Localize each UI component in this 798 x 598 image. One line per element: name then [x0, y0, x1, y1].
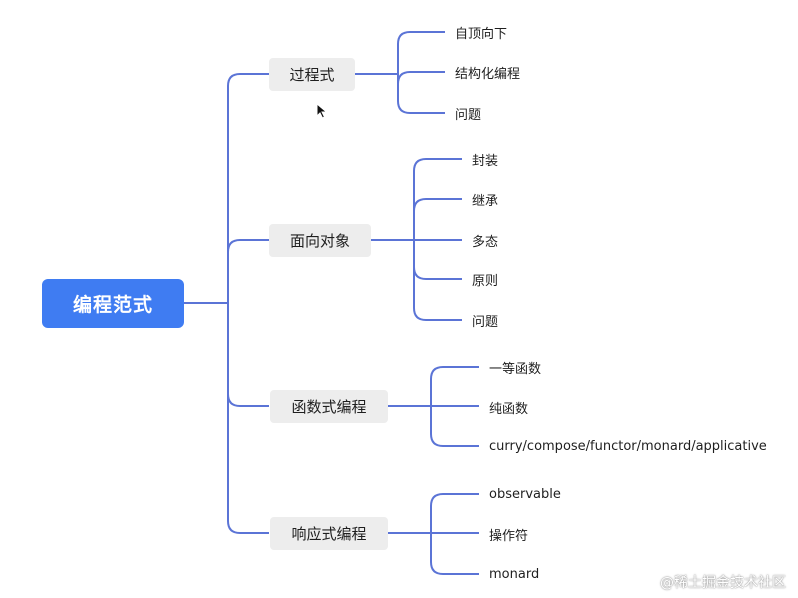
leaf-node[interactable]: 封装	[472, 153, 499, 169]
leaf-node[interactable]: 问题	[455, 107, 482, 123]
leaf-node[interactable]: 结构化编程	[455, 66, 521, 82]
connector-line	[388, 532, 479, 575]
connector-line	[184, 302, 269, 534]
connector-line	[184, 239, 269, 304]
branch-node-object-oriented[interactable]: 面向对象	[269, 224, 371, 257]
root-node[interactable]: 编程范式	[42, 279, 184, 328]
connector-line	[184, 73, 269, 304]
leaf-node[interactable]: 操作符	[489, 528, 529, 544]
connector-line	[371, 239, 462, 280]
connector-line	[371, 158, 462, 241]
leaf-node[interactable]: curry/compose/functor/monard/applicative	[489, 438, 767, 454]
leaf-node[interactable]: observable	[489, 486, 561, 502]
connector-line	[355, 73, 445, 114]
connector-line	[388, 405, 479, 447]
watermark: @稀土掘金技术社区	[660, 575, 786, 591]
leaf-node[interactable]: 问题	[472, 314, 499, 330]
leaf-node[interactable]: 多态	[472, 234, 499, 250]
leaf-node[interactable]: 一等函数	[489, 361, 542, 377]
leaf-node[interactable]: 纯函数	[489, 401, 529, 417]
mouse-pointer-icon	[316, 103, 328, 119]
connector-line	[371, 239, 462, 321]
connector-line	[388, 366, 479, 407]
branch-node-procedural[interactable]: 过程式	[269, 58, 355, 91]
leaf-node[interactable]: monard	[489, 566, 540, 582]
connector-line	[388, 493, 479, 534]
leaf-node[interactable]: 继承	[472, 193, 499, 209]
connector-line	[355, 31, 445, 75]
connector-line	[184, 302, 269, 407]
connector-line	[371, 198, 462, 241]
branch-node-reactive[interactable]: 响应式编程	[270, 517, 388, 550]
branch-node-functional[interactable]: 函数式编程	[270, 390, 388, 423]
leaf-node[interactable]: 自顶向下	[455, 26, 508, 42]
leaf-node[interactable]: 原则	[472, 273, 499, 289]
